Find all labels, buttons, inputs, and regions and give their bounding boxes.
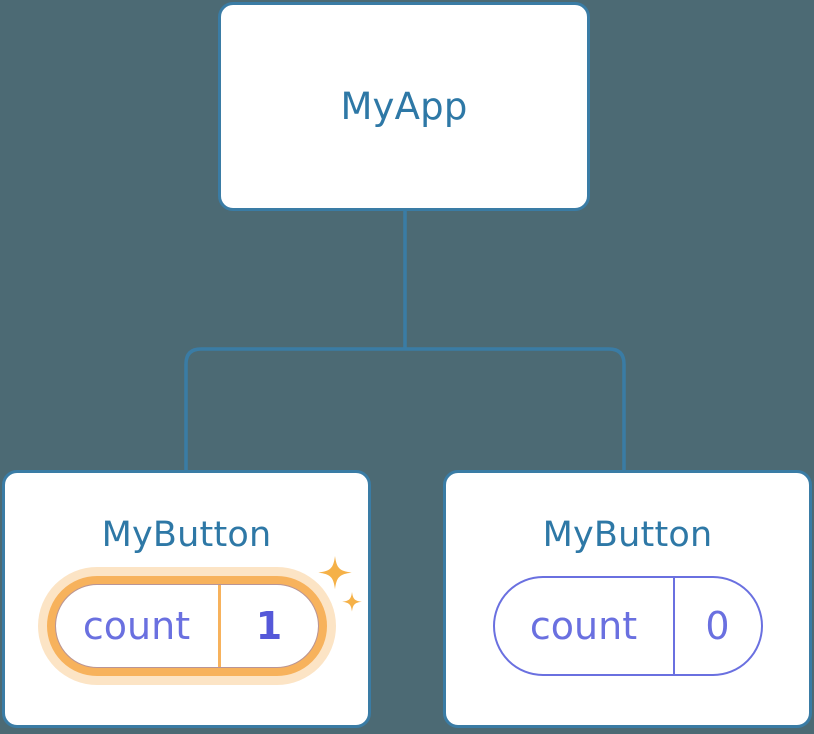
state-pill-right-value: 0 xyxy=(672,578,761,674)
node-myapp[interactable]: MyApp xyxy=(218,2,590,211)
connector-branch xyxy=(184,347,626,472)
state-pill-left-wrap: count 1 xyxy=(46,556,362,676)
node-mybutton-right-title: MyButton xyxy=(542,515,713,555)
node-mybutton-left[interactable]: MyButton count 1 xyxy=(2,470,371,728)
node-mybutton-left-title: MyButton xyxy=(101,515,272,555)
state-pill-right[interactable]: count 0 xyxy=(492,576,763,676)
node-myapp-title: MyApp xyxy=(340,85,468,128)
state-pill-left-value: 1 xyxy=(217,585,318,667)
state-pill-left-key: count xyxy=(82,604,191,648)
state-pill-left[interactable]: count 1 xyxy=(46,576,327,676)
state-pill-right-wrap: count 0 xyxy=(492,576,763,676)
state-pill-right-key: count xyxy=(529,604,638,648)
sparkle-large-icon xyxy=(317,556,352,590)
node-mybutton-right[interactable]: MyButton count 0 xyxy=(443,470,812,728)
sparkle-small-icon xyxy=(341,592,362,612)
